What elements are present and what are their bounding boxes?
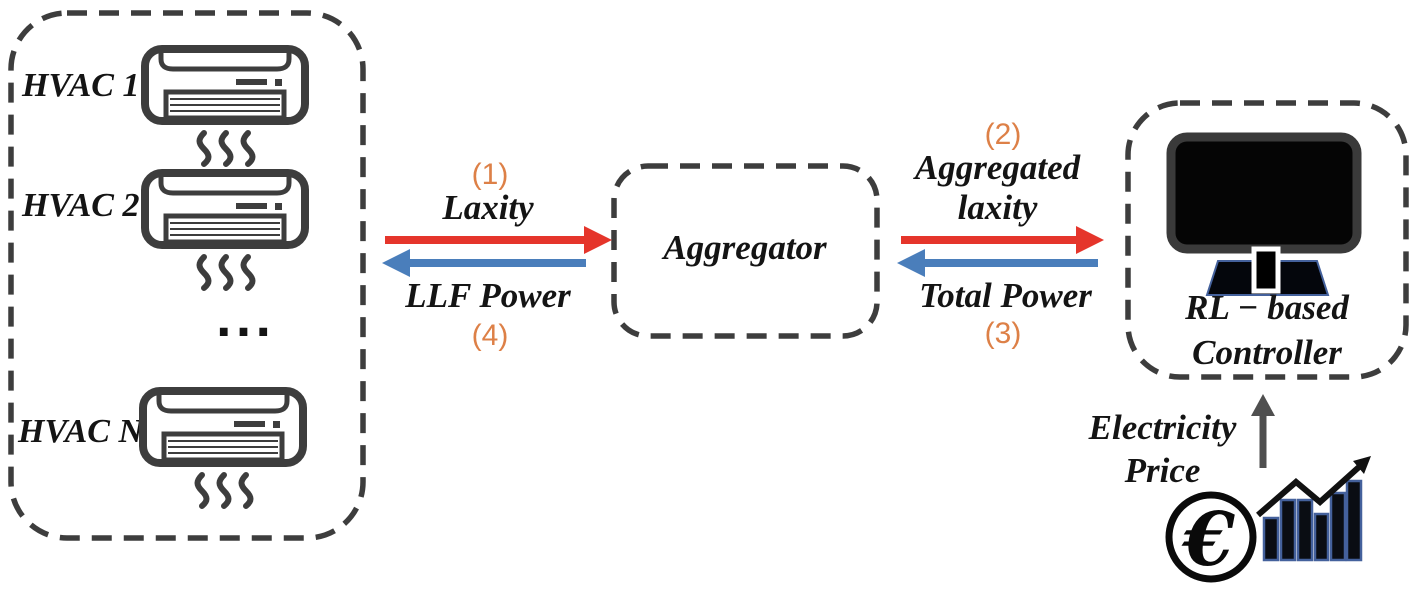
aggregator-label: Aggregator bbox=[663, 228, 827, 267]
hvac-1-label: HVAC 1 bbox=[22, 67, 140, 104]
controller-label-line1: RL − based bbox=[1185, 288, 1349, 327]
price-bars bbox=[1262, 479, 1363, 562]
total-power-label: Total Power bbox=[919, 276, 1092, 315]
aggregated-laxity-arrow bbox=[901, 226, 1104, 254]
controller-label-line2: Controller bbox=[1192, 333, 1342, 372]
hvac-2-label: HVAC 2 bbox=[22, 187, 140, 224]
hvac-n-label: HVAC N bbox=[18, 413, 144, 450]
aggregated-laxity-label-line1: Aggregated bbox=[914, 148, 1081, 187]
flow-step-2: (2) bbox=[984, 118, 1022, 151]
euro-coin-icon: € bbox=[1165, 491, 1257, 583]
controller-box bbox=[1125, 100, 1409, 380]
euro-symbol: € bbox=[1181, 497, 1235, 583]
flow-step-1: (1) bbox=[471, 158, 509, 191]
total-power-arrow bbox=[897, 249, 1098, 277]
laxity-label: Laxity bbox=[442, 188, 534, 227]
flow-step-4: (4) bbox=[471, 319, 509, 352]
rising-trend-arrow bbox=[1256, 456, 1371, 518]
hvac-ellipsis: ... bbox=[215, 296, 275, 347]
price-chart-icon bbox=[1256, 456, 1371, 562]
monitor-icon bbox=[1166, 132, 1362, 296]
aggregated-laxity-label-line2: laxity bbox=[957, 188, 1038, 227]
hvac-group-box bbox=[8, 10, 366, 541]
electricity-label-line2: Price bbox=[1124, 451, 1201, 490]
flow-step-3: (3) bbox=[984, 317, 1022, 350]
ac-unit-icon bbox=[140, 168, 310, 293]
ac-unit-icon bbox=[138, 386, 308, 511]
llf-power-arrow bbox=[382, 249, 586, 277]
laxity-arrow bbox=[385, 226, 612, 254]
aggregator-box bbox=[611, 163, 880, 339]
ac-unit-icon bbox=[140, 44, 310, 169]
llf-power-label: LLF Power bbox=[405, 276, 571, 315]
electricity-label-line1: Electricity bbox=[1088, 408, 1237, 447]
electricity-price-arrow bbox=[1251, 394, 1275, 468]
